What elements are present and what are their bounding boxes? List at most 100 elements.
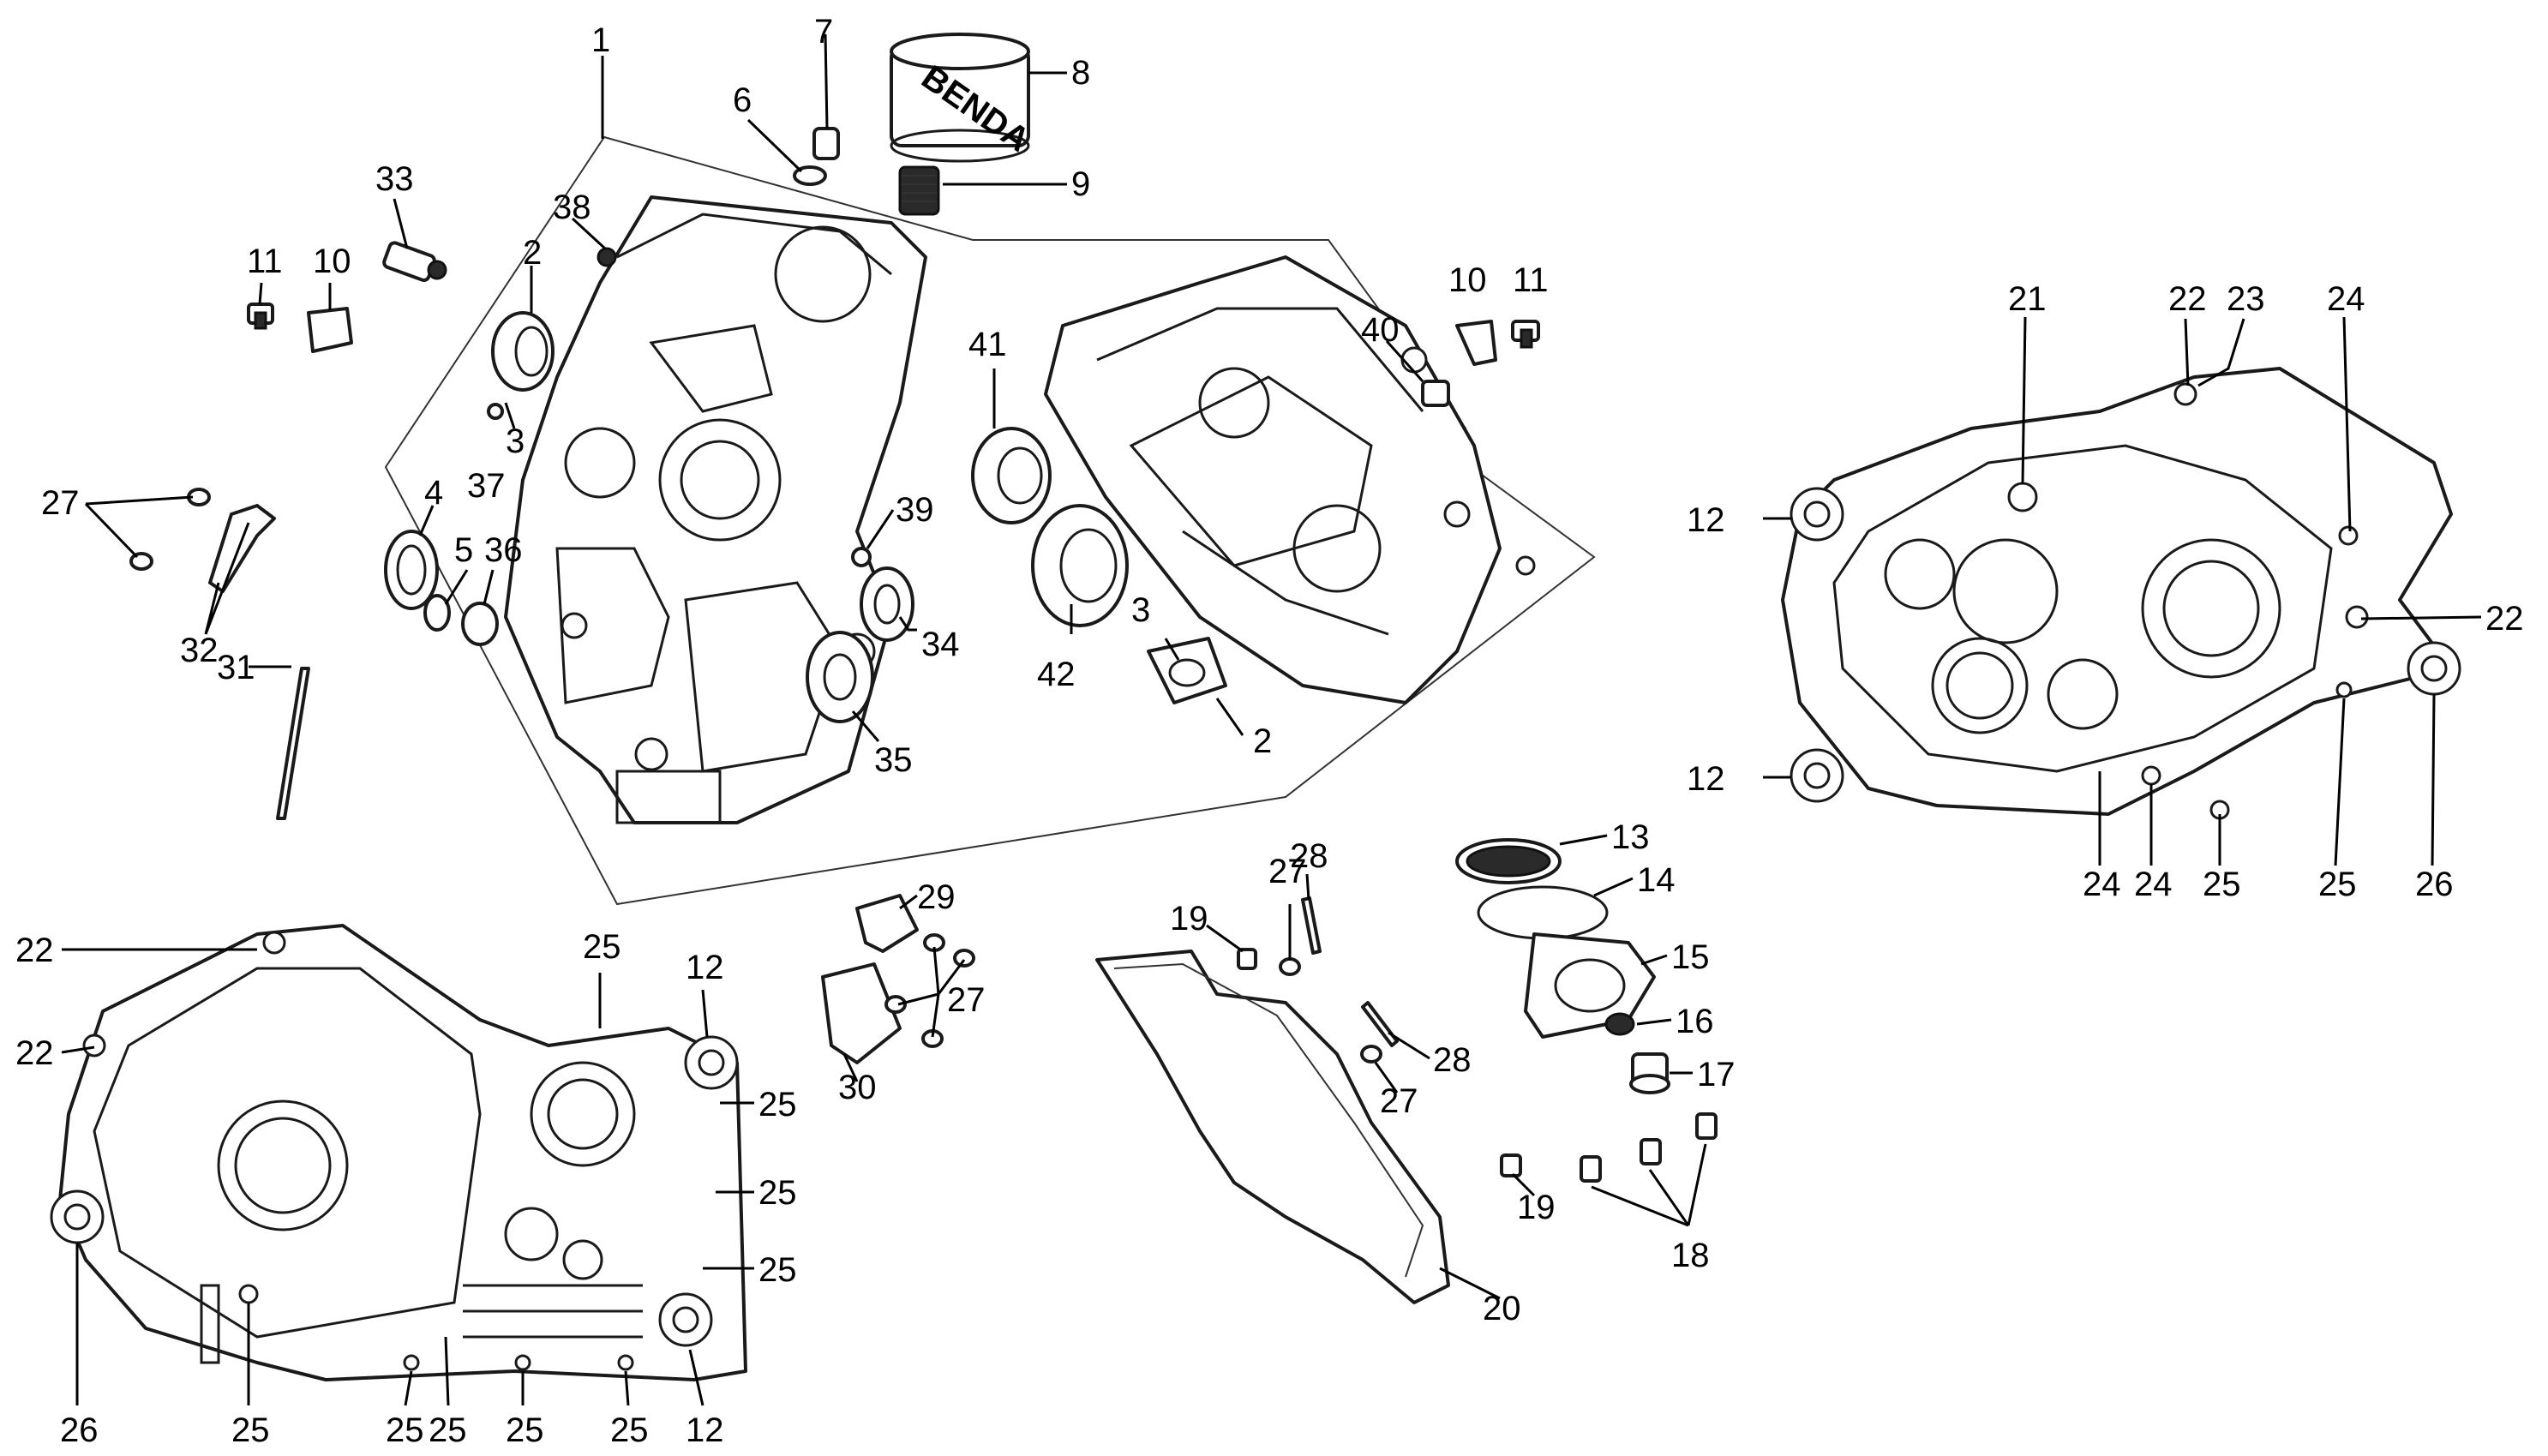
callout-33: 33 [375,160,414,198]
callout-22-right-side: 22 [2485,600,2524,638]
callout-28-bottom: 28 [1433,1041,1472,1079]
bearing-42 [1031,504,1129,627]
callout-20: 20 [1483,1290,1521,1327]
dowel-pin-38 [597,247,617,267]
screw-27-top [1279,957,1301,976]
pin-28-bottom [1361,1001,1399,1047]
callout-10-right: 10 [1448,261,1487,299]
callout-7: 7 [814,13,833,51]
bracket-10-left [307,307,353,353]
callout-25-bl-b3: 25 [429,1411,467,1449]
oil-cover-15 [1524,932,1656,1039]
callout-5: 5 [454,531,473,569]
callout-25-bl-b5: 25 [610,1411,649,1449]
callout-8: 8 [1071,54,1090,92]
callout-2-right: 2 [1253,722,1272,760]
callout-40: 40 [1361,311,1400,349]
callout-34: 34 [921,626,960,663]
crankcase-right-view [1781,367,2461,820]
callout-25-bl-r3: 25 [758,1251,797,1289]
dowel-19-top [1237,948,1257,970]
callout-16: 16 [1676,1003,1714,1040]
cover-29 [855,894,919,953]
callout-24-right-top: 24 [2327,280,2365,318]
bushing-36 [461,602,499,646]
callout-3-right: 3 [1131,591,1150,629]
callout-27-left: 27 [41,484,80,522]
callout-10-left: 10 [313,243,351,280]
callout-12-bl-bottom: 12 [686,1411,724,1449]
strainer-13 [1455,838,1562,884]
callout-25-right-b1: 25 [2203,866,2241,903]
ring-5 [423,594,451,632]
oil-seal-4 [384,530,439,610]
callout-25-bl-b4: 25 [506,1411,544,1449]
callout-37: 37 [467,467,506,505]
callout-6: 6 [733,81,752,119]
drain-plug-small [793,127,840,186]
callout-2-left: 2 [523,234,542,272]
bushing-2-right [1147,637,1227,704]
dowel-39 [851,547,872,567]
dowel-19-bottom [1500,1153,1522,1177]
callout-25-bl-r2: 25 [758,1174,797,1212]
callout-27-top: 27 [1268,853,1307,890]
callout-42: 42 [1037,656,1076,693]
callout-27-middle: 27 [947,981,986,1019]
callout-22-right-top: 22 [2168,280,2207,318]
left-crankcase-half [504,195,927,824]
callout-9: 9 [1071,165,1090,203]
cover-30 [821,962,902,1064]
bearing-41 [971,427,1052,524]
callout-15: 15 [1671,938,1710,976]
callout-29: 29 [917,878,956,916]
callout-25-bl-b1: 25 [231,1411,270,1449]
dowel-40 [1421,380,1450,407]
sensor-33 [382,241,447,282]
callout-1: 1 [591,21,610,59]
right-crankcase-half [1044,255,1536,704]
callout-25-right-b2: 25 [2318,866,2357,903]
leader-lines [61,33,2482,1406]
bearing-34 [860,566,914,642]
dipstick-31 [276,667,310,820]
crankcase-assembly-outline [384,135,1596,906]
bolt-11-left [247,303,274,330]
callout-4: 4 [424,474,443,512]
bracket-32 [208,504,276,593]
callout-12-right-bottom: 12 [1687,760,1725,798]
oil-filter-stud [898,165,940,216]
callout-17: 17 [1697,1056,1736,1093]
pin-28-top [1301,896,1322,955]
o-ring-14 [1477,885,1609,940]
callout-19-bottom: 19 [1517,1189,1556,1226]
bushing-2-left [491,311,555,392]
callout-32: 32 [180,632,219,669]
callout-30: 30 [838,1069,877,1106]
screws-27-middle [884,933,975,1048]
callout-31: 31 [217,649,255,686]
spring-16 [1604,1012,1635,1036]
callout-3-left: 3 [506,422,525,460]
bolt-11-right [1511,320,1540,349]
callout-19-top: 19 [1170,900,1208,938]
callout-26-bl: 26 [60,1411,99,1449]
callout-25-bl-b2: 25 [386,1411,424,1449]
callout-26-right: 26 [2415,866,2454,903]
callout-23: 23 [2227,280,2265,318]
callout-14: 14 [1637,861,1676,899]
callout-24-right-b1: 24 [2083,866,2121,903]
callout-22-bl-bottom: 22 [15,1034,54,1072]
bearing-35 [806,631,874,723]
callout-21: 21 [2008,280,2047,318]
plug-17 [1629,1052,1670,1094]
callout-18: 18 [1671,1237,1710,1274]
screw-27-bottom [1360,1045,1382,1064]
callout-28-top: 28 [1290,837,1328,875]
bracket-10-right [1455,320,1497,366]
callout-25-bl-r1: 25 [758,1086,797,1123]
callout-22-bl-top: 22 [15,932,54,969]
callout-12-right-top: 12 [1687,501,1725,539]
callout-36: 36 [484,531,523,569]
